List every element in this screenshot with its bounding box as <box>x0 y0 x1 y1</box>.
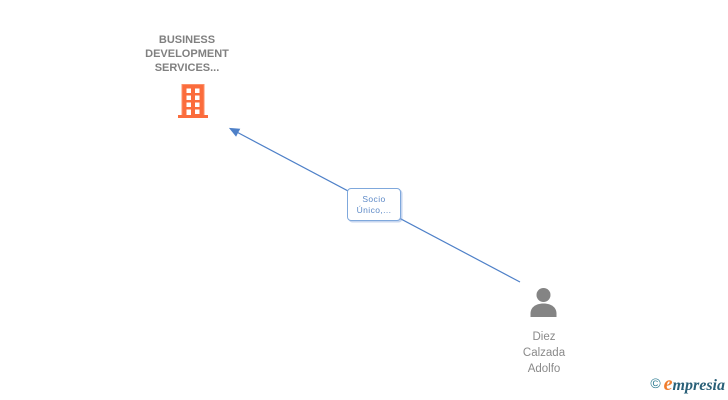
company-name-line: DEVELOPMENT <box>145 48 229 60</box>
brand-name-text: mpresia <box>672 377 725 394</box>
person-name-label: Diez Calzada Adolfo <box>484 329 604 377</box>
building-icon <box>178 84 208 118</box>
edge-label-box[interactable]: Socio Único,... <box>347 188 401 221</box>
brand-first-letter: e <box>663 373 673 395</box>
brand-logo: ©empresia <box>650 373 725 396</box>
node-company[interactable]: BUSINESS DEVELOPMENT SERVICES... <box>107 33 267 119</box>
edge-label-line: Socio <box>362 194 386 204</box>
person-icon <box>530 288 557 317</box>
edge-label-line: Único,... <box>356 205 392 215</box>
company-name-line: BUSINESS <box>158 34 216 46</box>
person-name-line: Adolfo <box>527 363 561 375</box>
person-name-line: Diez <box>532 331 556 343</box>
copyright-icon: © <box>650 375 661 391</box>
node-person[interactable]: Diez Calzada Adolfo <box>484 288 604 378</box>
company-name-line: SERVICES... <box>154 62 220 74</box>
company-name-label: BUSINESS DEVELOPMENT SERVICES... <box>107 33 267 75</box>
person-name-line: Calzada <box>522 347 566 359</box>
